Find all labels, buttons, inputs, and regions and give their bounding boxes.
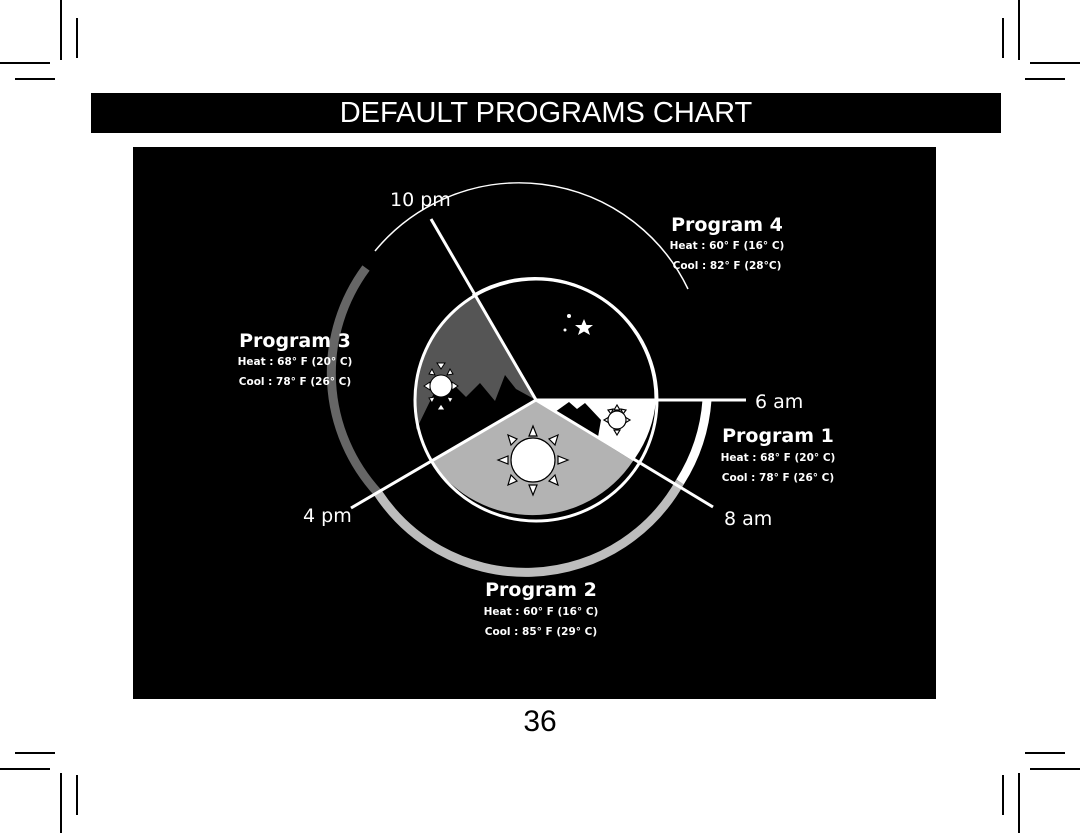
crop-mark xyxy=(76,18,78,58)
crop-mark xyxy=(1025,752,1065,754)
crop-mark xyxy=(15,78,55,80)
star-icon xyxy=(567,314,571,318)
star-icon xyxy=(575,319,593,335)
crop-mark xyxy=(1018,0,1020,60)
time-label-8am: 8 am xyxy=(724,508,772,530)
program-2-cool: Cool : 85° F (29° C) xyxy=(485,626,597,638)
crop-mark xyxy=(15,752,55,754)
crop-mark xyxy=(76,775,78,815)
evening-mountains xyxy=(416,295,536,430)
morning-sun-icon xyxy=(602,403,632,437)
program-4-name: Program 4 xyxy=(671,214,783,236)
crop-mark xyxy=(1025,78,1065,80)
programs-chart-panel: 10 pm 6 am 8 am 4 pm Program 4 Heat : 60… xyxy=(133,147,936,699)
program-4-cool: Cool : 82° F (28°C) xyxy=(673,260,782,272)
program-1-cool: Cool : 78° F (26° C) xyxy=(722,472,834,484)
program-2-name: Program 2 xyxy=(485,579,597,601)
line-10pm xyxy=(429,218,538,401)
program-4-heat: Heat : 60° F (16° C) xyxy=(670,240,785,252)
program-3-name: Program 3 xyxy=(239,330,351,352)
day-sun-icon xyxy=(496,424,570,497)
program-2-heat: Heat : 60° F (16° C) xyxy=(484,606,599,618)
time-label-6am: 6 am xyxy=(755,391,803,413)
program-1-name: Program 1 xyxy=(722,425,834,447)
ring-morning-arc xyxy=(676,399,712,485)
evening-sun-icon xyxy=(423,362,459,411)
line-4pm xyxy=(350,398,537,510)
crop-mark xyxy=(1002,775,1004,815)
program-3-heat: Heat : 68° F (20° C) xyxy=(238,356,353,368)
crop-mark xyxy=(0,62,50,64)
crop-mark xyxy=(60,773,62,833)
page-title: DEFAULT PROGRAMS CHART xyxy=(91,93,1001,133)
crop-mark xyxy=(1030,768,1080,770)
line-8am xyxy=(535,398,714,509)
crop-mark xyxy=(0,768,50,770)
crop-mark xyxy=(60,0,62,60)
programs-clock-diagram: 10 pm 6 am 8 am 4 pm Program 4 Heat : 60… xyxy=(238,182,836,638)
ring-night-arc xyxy=(374,182,689,290)
crop-mark xyxy=(1002,18,1004,58)
star-icon xyxy=(563,328,567,332)
crop-mark xyxy=(1018,773,1020,833)
ring-day-arc xyxy=(374,479,684,577)
morning-mountains xyxy=(555,402,601,437)
time-label-4pm: 4 pm xyxy=(303,505,352,527)
program-1-heat: Heat : 68° F (20° C) xyxy=(721,452,836,464)
crop-mark xyxy=(1030,62,1080,64)
page-number: 36 xyxy=(523,705,557,738)
time-label-10pm: 10 pm xyxy=(390,189,451,211)
program-3-cool: Cool : 78° F (26° C) xyxy=(239,376,351,388)
ring-evening-arc xyxy=(326,265,382,497)
